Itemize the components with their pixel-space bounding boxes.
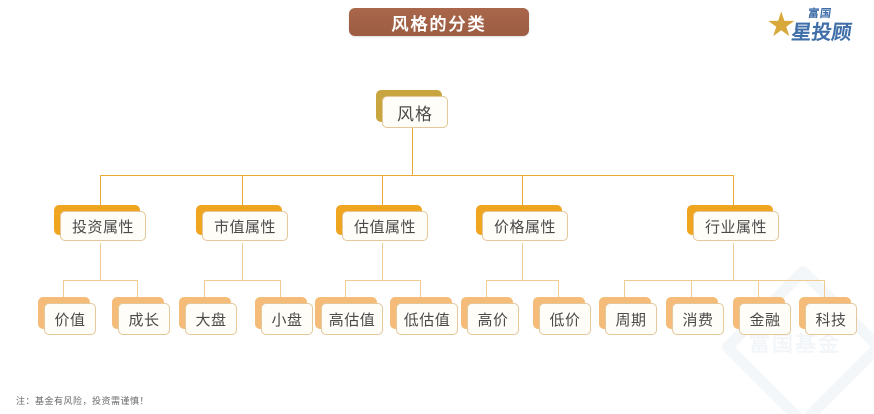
disclaimer-note: 注：基金有风险，投资需谨慎！ bbox=[16, 396, 150, 406]
connector-group5-leaf1 bbox=[624, 280, 625, 297]
connector-group1-leaf2 bbox=[137, 280, 138, 297]
node-label: 成长 bbox=[118, 303, 170, 335]
node-label: 市值属性 bbox=[202, 211, 288, 241]
connector-group2-bar bbox=[204, 280, 280, 281]
connector-group4-stem bbox=[522, 243, 523, 280]
connector-group1-stem bbox=[100, 243, 101, 280]
connector-group5-leaf3 bbox=[758, 280, 759, 297]
node-label: 风格 bbox=[382, 96, 448, 128]
tree-node-leaf-value[interactable]: 价值 bbox=[38, 297, 96, 335]
connector-group1-bar bbox=[63, 280, 137, 281]
connector-group2-stem bbox=[242, 243, 243, 280]
tree-node-leaf-consumer[interactable]: 消费 bbox=[666, 297, 724, 335]
tree-node-leaf-finance[interactable]: 金融 bbox=[733, 297, 791, 335]
tree-node-leaf-growth[interactable]: 成长 bbox=[112, 297, 170, 335]
node-label: 高价 bbox=[467, 303, 519, 335]
connector-drop-2 bbox=[242, 175, 243, 207]
tree-node-leaf-low-price[interactable]: 低价 bbox=[533, 297, 591, 335]
node-label: 价值 bbox=[44, 303, 96, 335]
tree-node-leaf-smallcap[interactable]: 小盘 bbox=[255, 297, 313, 335]
connector-group2-leaf1 bbox=[204, 280, 205, 297]
connector-drop-5 bbox=[733, 175, 734, 207]
tree-node-leaf-cyclical[interactable]: 周期 bbox=[599, 297, 657, 335]
node-label: 价格属性 bbox=[482, 211, 568, 241]
connector-group5-leaf2 bbox=[691, 280, 692, 297]
page-title: 风格的分类 bbox=[349, 8, 529, 36]
connector-group4-leaf1 bbox=[486, 280, 487, 297]
brand-logo: ★ 富国 星投顾 bbox=[766, 3, 862, 44]
node-label: 行业属性 bbox=[693, 211, 779, 241]
node-label: 大盘 bbox=[185, 303, 237, 335]
connector-group4-leaf2 bbox=[558, 280, 559, 297]
connector-group1-leaf1 bbox=[63, 280, 64, 297]
connector-drop-4 bbox=[522, 175, 523, 207]
connector-group5-leaf4 bbox=[824, 280, 825, 297]
tree-node-leaf-largecap[interactable]: 大盘 bbox=[179, 297, 237, 335]
node-label: 投资属性 bbox=[60, 211, 146, 241]
node-label: 周期 bbox=[605, 303, 657, 335]
connector-group5-stem bbox=[733, 243, 734, 280]
star-icon: ★ bbox=[766, 6, 797, 44]
tree-node-leaf-high-valuation[interactable]: 高估值 bbox=[315, 297, 383, 335]
connector-spine bbox=[100, 175, 733, 176]
tree-node-root[interactable]: 风格 bbox=[376, 90, 448, 128]
connector-group4-bar bbox=[486, 280, 558, 281]
connector-group3-leaf2 bbox=[420, 280, 421, 297]
tree-node-branch-industry[interactable]: 行业属性 bbox=[687, 205, 779, 241]
tree-node-leaf-technology[interactable]: 科技 bbox=[799, 297, 857, 335]
connector-drop-1 bbox=[100, 175, 101, 207]
node-label: 小盘 bbox=[261, 303, 313, 335]
watermark: 富国基金 bbox=[719, 263, 874, 414]
connector-root-stem bbox=[412, 127, 413, 175]
node-label: 科技 bbox=[805, 303, 857, 335]
connector-group3-leaf1 bbox=[345, 280, 346, 297]
diamond-outline-icon bbox=[719, 263, 874, 414]
node-label: 低估值 bbox=[396, 303, 458, 335]
tree-node-branch-price[interactable]: 价格属性 bbox=[476, 205, 568, 241]
node-label: 金融 bbox=[739, 303, 791, 335]
connector-drop-3 bbox=[382, 175, 383, 207]
tree-node-leaf-low-valuation[interactable]: 低估值 bbox=[390, 297, 458, 335]
node-label: 低价 bbox=[539, 303, 591, 335]
node-label: 高估值 bbox=[321, 303, 383, 335]
connector-group3-stem bbox=[382, 243, 383, 280]
tree-node-branch-valuation[interactable]: 估值属性 bbox=[336, 205, 428, 241]
node-label: 消费 bbox=[672, 303, 724, 335]
tree-node-leaf-high-price[interactable]: 高价 bbox=[461, 297, 519, 335]
connector-group2-leaf2 bbox=[280, 280, 281, 297]
brand-logo-main-text: 星投顾 bbox=[790, 22, 854, 44]
tree-node-branch-marketcap[interactable]: 市值属性 bbox=[196, 205, 288, 241]
node-label: 估值属性 bbox=[342, 211, 428, 241]
connector-group5-bar bbox=[624, 280, 824, 281]
connector-group3-bar bbox=[345, 280, 420, 281]
tree-node-branch-investment[interactable]: 投资属性 bbox=[54, 205, 146, 241]
